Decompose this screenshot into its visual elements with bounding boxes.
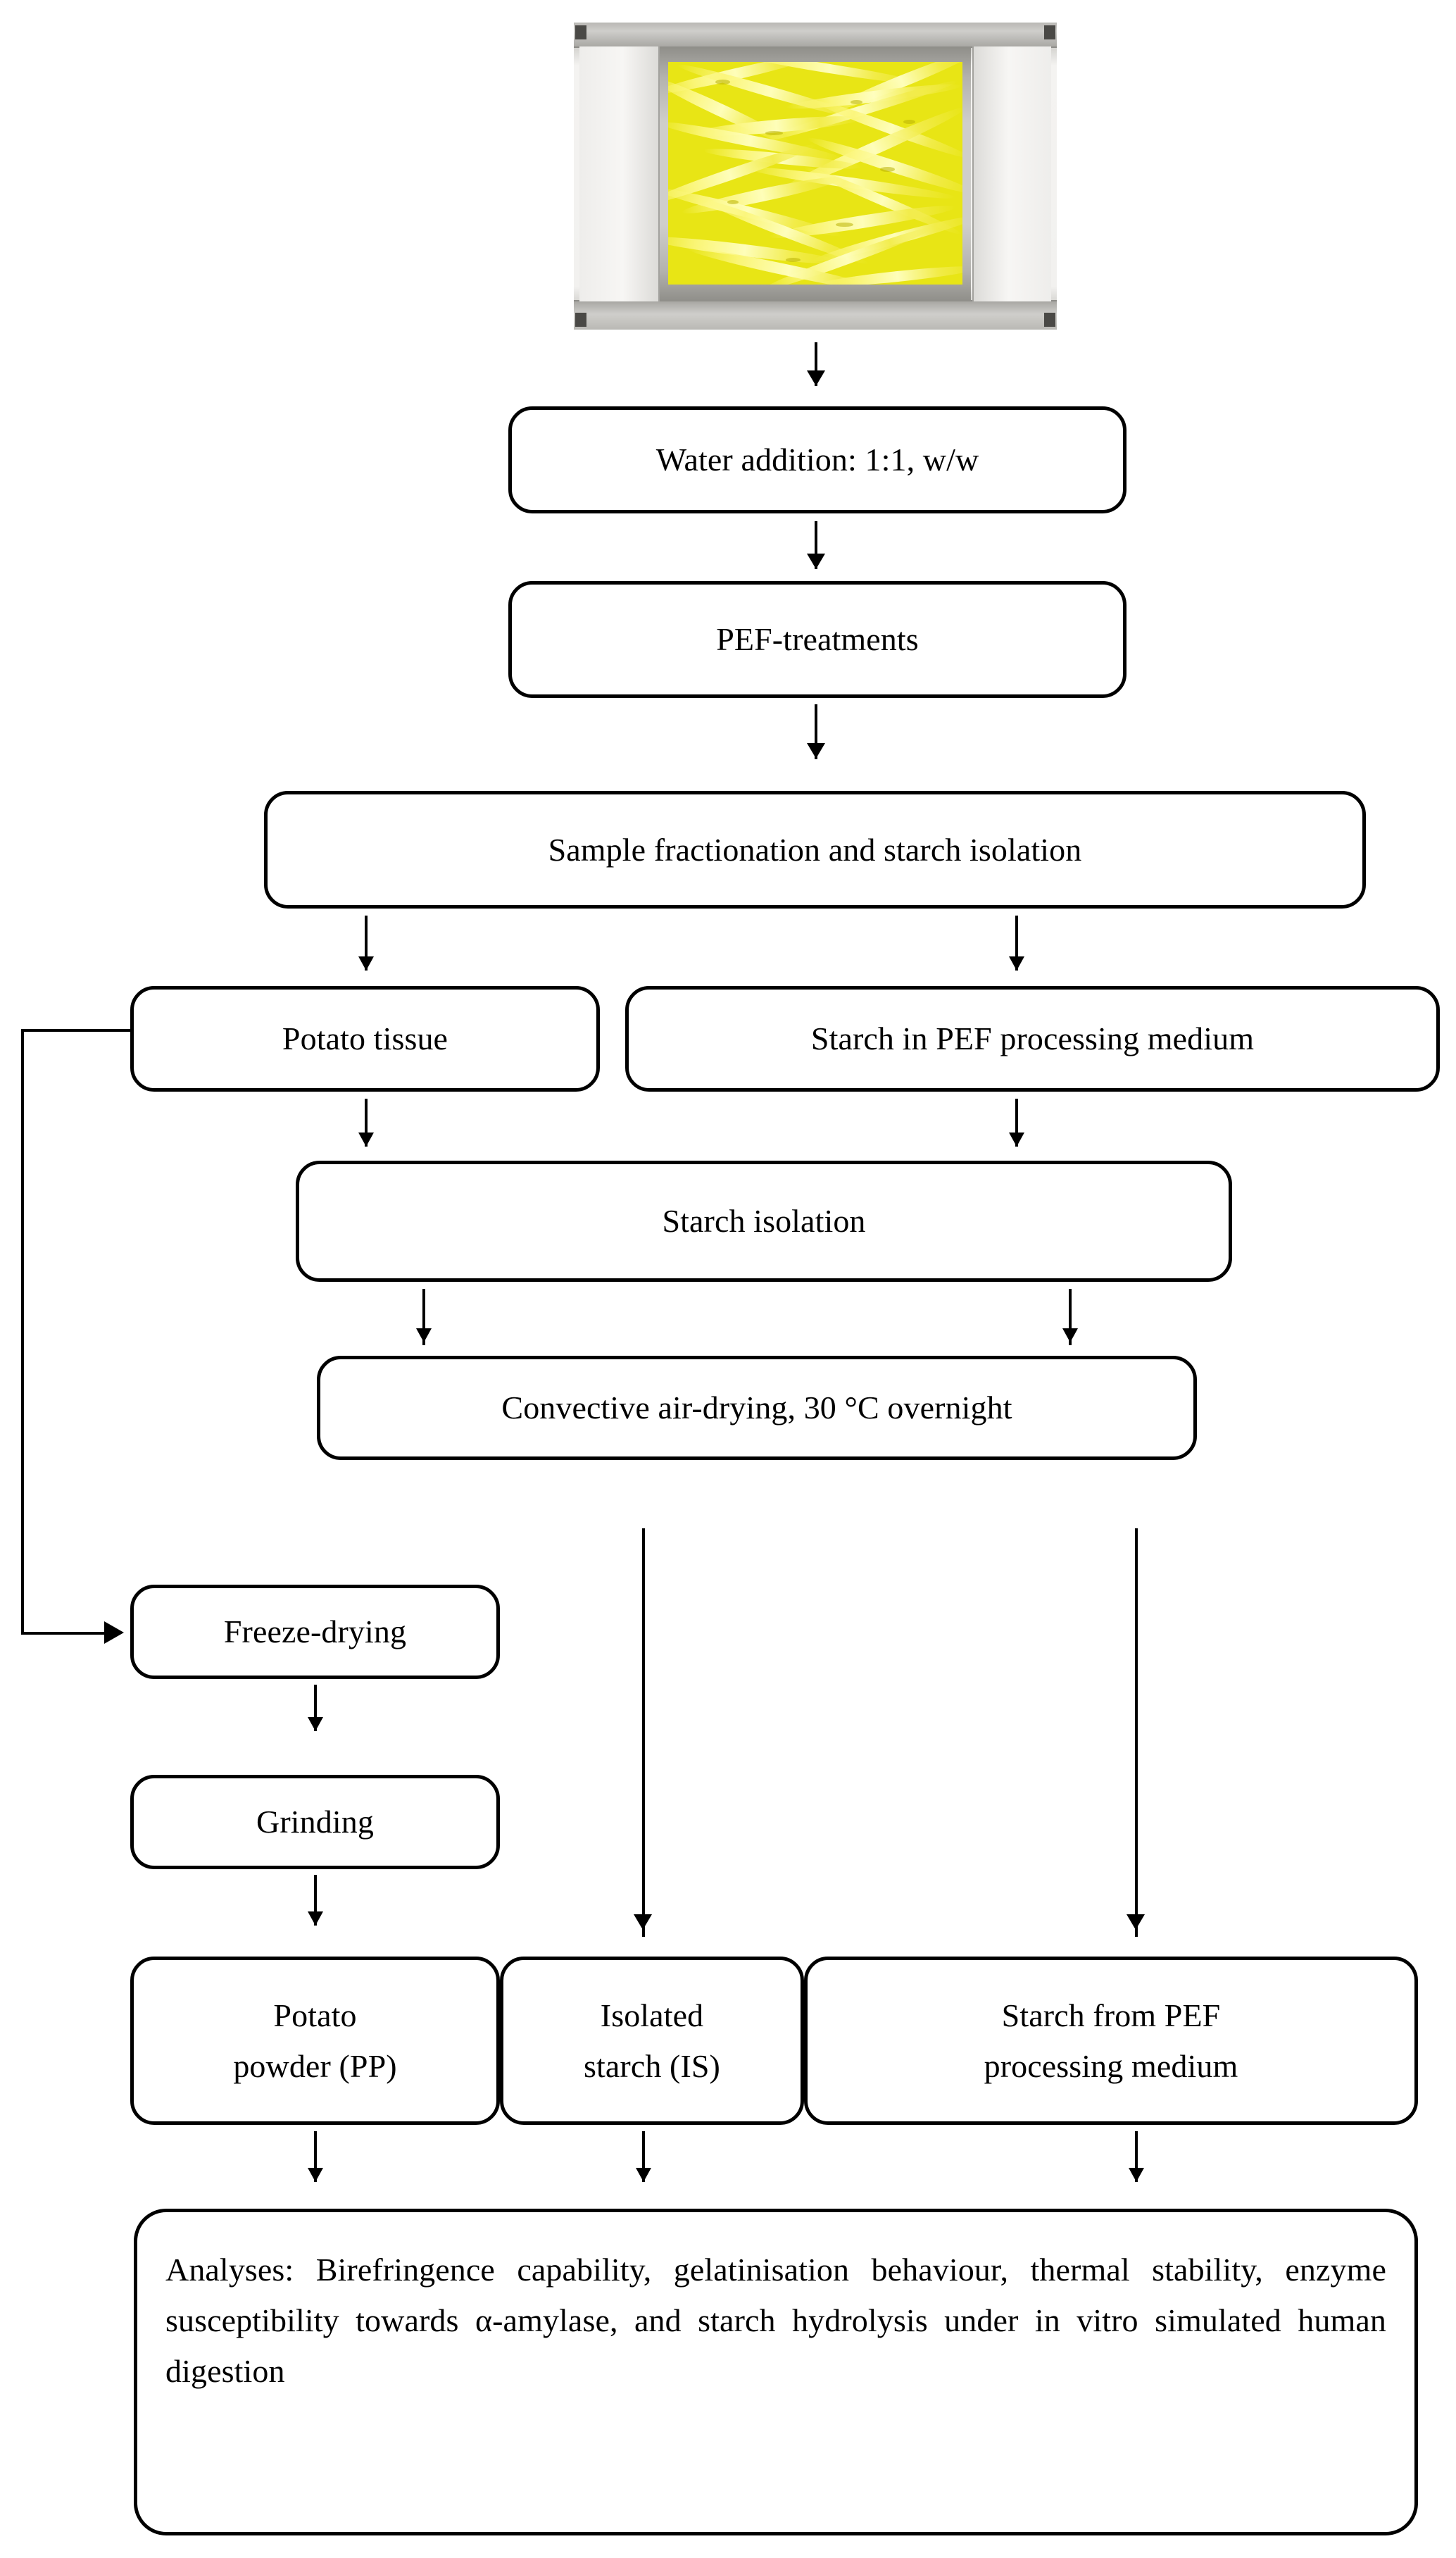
connector-fractionation-to-potato-tissue bbox=[365, 916, 368, 971]
tray-wall-left bbox=[579, 46, 660, 301]
connector-water-addition-to-pef bbox=[815, 521, 817, 569]
node-isolated-starch-label-line2: starch (IS) bbox=[584, 2047, 720, 2084]
node-freeze-drying[interactable]: Freeze-drying bbox=[130, 1585, 500, 1679]
connector-potato-powder-to-analyses bbox=[314, 2131, 317, 2182]
node-pef-treatments[interactable]: PEF-treatments bbox=[508, 581, 1126, 698]
connector-air-drying-to-isolated-starch bbox=[642, 1528, 645, 1937]
node-pef-treatments-label: PEF-treatments bbox=[716, 621, 919, 658]
node-potato-powder-label-line2: powder (PP) bbox=[233, 2047, 397, 2084]
tray-rim-bottom bbox=[574, 300, 1057, 330]
node-convective-air-drying-label: Convective air-drying, 30 °C overnight bbox=[501, 1390, 1012, 1426]
node-isolated-starch[interactable]: Isolated starch (IS) bbox=[500, 1957, 804, 2125]
arrowhead-photo-to-water-addition bbox=[807, 370, 825, 386]
node-potato-powder[interactable]: Potato powder (PP) bbox=[130, 1957, 500, 2125]
potato-strips bbox=[668, 62, 962, 285]
tray-wall-right bbox=[972, 46, 1051, 301]
connector-fractionation-to-starch-medium bbox=[1015, 916, 1018, 971]
node-starch-isolation[interactable]: Starch isolation bbox=[296, 1161, 1232, 1282]
tray-corner-br bbox=[1044, 313, 1055, 327]
node-analyses[interactable]: Analyses: Birefringence capability, gela… bbox=[134, 2209, 1418, 2535]
node-starch-from-pef[interactable]: Starch from PEF processing medium bbox=[804, 1957, 1418, 2125]
arrowhead-starch-medium-to-starch-isolation bbox=[1009, 1133, 1024, 1147]
arrowhead-potato-powder-to-analyses bbox=[308, 2168, 323, 2182]
connector-starch-isolation-to-air-drying-left bbox=[422, 1289, 425, 1345]
connector-freeze-drying-to-grinding bbox=[314, 1685, 317, 1731]
arrowhead-isolated-starch-to-analyses bbox=[636, 2168, 651, 2182]
node-starch-in-pef-medium[interactable]: Starch in PEF processing medium bbox=[625, 986, 1440, 1092]
arrowhead-pef-to-fractionation bbox=[807, 743, 825, 759]
arrowhead-starch-isolation-to-air-drying-left bbox=[416, 1328, 432, 1342]
connector-grinding-to-potato-powder bbox=[314, 1875, 317, 1926]
node-water-addition[interactable]: Water addition: 1:1, w/w bbox=[508, 406, 1126, 513]
connector-isolated-starch-to-analyses bbox=[642, 2131, 645, 2182]
arrowhead-starch-from-pef-to-analyses bbox=[1129, 2168, 1144, 2182]
connector-starch-isolation-to-air-drying-right bbox=[1069, 1289, 1072, 1345]
node-analyses-label: Analyses: Birefringence capability, gela… bbox=[165, 2252, 1386, 2389]
arrowhead-air-drying-to-isolated-starch bbox=[634, 1914, 652, 1930]
node-starch-in-pef-medium-label: Starch in PEF processing medium bbox=[810, 1021, 1255, 1057]
arrowhead-air-drying-to-starch-from-pef bbox=[1126, 1914, 1145, 1930]
node-potato-tissue-label: Potato tissue bbox=[282, 1021, 448, 1057]
arrowhead-fractionation-to-potato-tissue bbox=[358, 956, 374, 971]
node-grinding-label: Grinding bbox=[256, 1804, 374, 1840]
node-convective-air-drying[interactable]: Convective air-drying, 30 °C overnight bbox=[317, 1356, 1197, 1460]
node-sample-fractionation[interactable]: Sample fractionation and starch isolatio… bbox=[264, 791, 1366, 909]
tray-corner-bl bbox=[575, 313, 586, 327]
potato-strips-tray-photo bbox=[574, 23, 1057, 330]
arrowhead-potato-tissue-to-starch-isolation bbox=[358, 1133, 374, 1147]
node-grinding[interactable]: Grinding bbox=[130, 1775, 500, 1869]
node-potato-powder-label-line1: Potato bbox=[273, 1997, 357, 2034]
node-potato-tissue[interactable]: Potato tissue bbox=[130, 986, 600, 1092]
arrowhead-starch-isolation-to-air-drying-right bbox=[1062, 1328, 1078, 1342]
arrowhead-grinding-to-potato-powder bbox=[308, 1911, 323, 1926]
node-freeze-drying-label: Freeze-drying bbox=[223, 1614, 407, 1650]
connector-air-drying-to-starch-from-pef bbox=[1135, 1528, 1138, 1937]
arrowhead-fractionation-to-starch-medium bbox=[1009, 956, 1024, 971]
node-starch-from-pef-label-line2: processing medium bbox=[984, 2047, 1238, 2084]
connector-potato-tissue-elbow-top bbox=[21, 1029, 132, 1032]
connector-pef-to-fractionation bbox=[815, 704, 817, 759]
arrowhead-elbow-to-freeze-drying bbox=[104, 1621, 124, 1644]
connector-potato-tissue-elbow-bottom bbox=[21, 1632, 107, 1635]
tray-corner-tl bbox=[575, 25, 586, 39]
arrowhead-freeze-drying-to-grinding bbox=[308, 1717, 323, 1731]
node-sample-fractionation-label: Sample fractionation and starch isolatio… bbox=[548, 831, 1082, 868]
arrowhead-water-addition-to-pef bbox=[807, 554, 825, 569]
tray-rim-top bbox=[574, 23, 1057, 48]
tray-corner-tr bbox=[1044, 25, 1055, 39]
connector-photo-to-water-addition bbox=[815, 342, 817, 386]
node-starch-from-pef-label-line1: Starch from PEF bbox=[1001, 1997, 1221, 2034]
connector-starch-medium-to-starch-isolation bbox=[1015, 1099, 1018, 1147]
connector-potato-tissue-to-starch-isolation bbox=[365, 1099, 368, 1147]
node-starch-isolation-label: Starch isolation bbox=[662, 1203, 866, 1240]
node-water-addition-label: Water addition: 1:1, w/w bbox=[655, 442, 979, 478]
connector-starch-from-pef-to-analyses bbox=[1135, 2131, 1138, 2182]
node-isolated-starch-label-line1: Isolated bbox=[600, 1997, 704, 2034]
connector-potato-tissue-elbow-down bbox=[21, 1029, 24, 1633]
